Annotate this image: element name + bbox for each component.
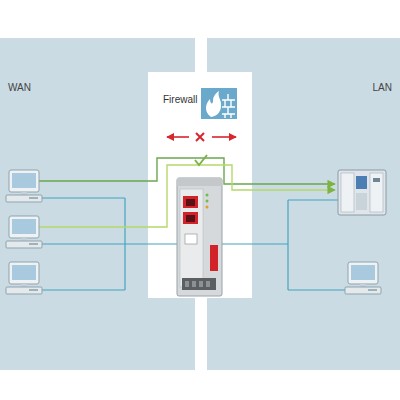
node-label: Firewall	[163, 94, 252, 106]
firewall-box: Firewall	[148, 72, 252, 298]
